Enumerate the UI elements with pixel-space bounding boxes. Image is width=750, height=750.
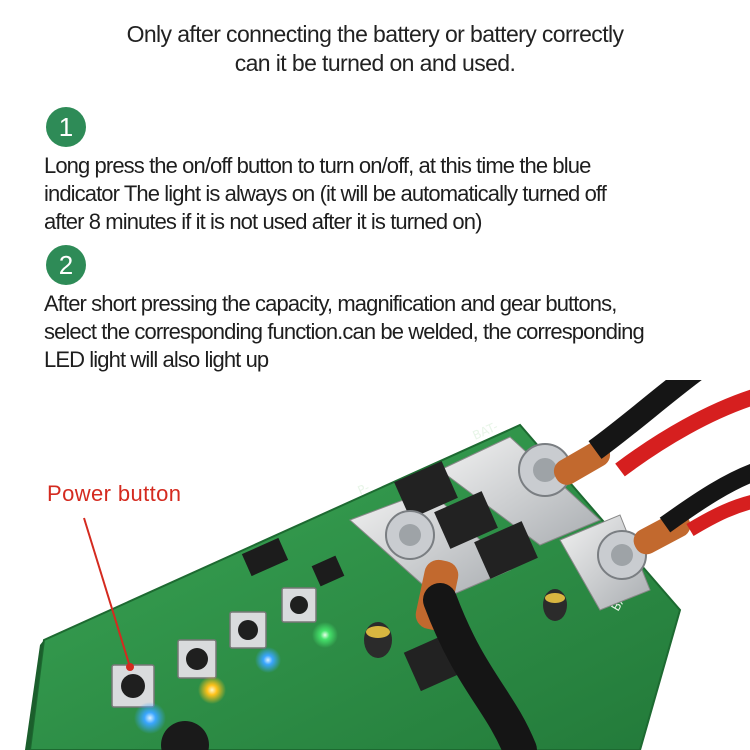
led-blue-power (134, 702, 166, 734)
cable-black-right (659, 464, 750, 533)
cable-black-main (423, 583, 537, 750)
spot-welder-board-photo: BAT- P- BAT+ (25, 380, 750, 750)
step-1-badge: 1 (46, 107, 86, 147)
led-blue (255, 647, 281, 673)
intro-line-2: can it be turned on and used. (234, 50, 516, 76)
cable-red-top (615, 389, 750, 477)
step-1-line-3: after 8 minutes if it is not used after … (44, 209, 482, 234)
cable-black-top (588, 380, 702, 459)
step-2-line-1: After short pressing the capacity, magni… (44, 291, 617, 316)
tactile-buttons (111, 587, 317, 708)
buzzer (161, 721, 209, 750)
step-1-line-2: indicator The light is always on (it wil… (44, 181, 607, 206)
step-2-text: After short pressing the capacity, magni… (44, 290, 714, 374)
pad-bat-minus (439, 436, 601, 546)
power-callout-dot (126, 663, 134, 671)
led-yellow (198, 676, 226, 704)
step-2-line-3: LED light will also light up (44, 347, 269, 372)
power-button-callout: Power button (47, 481, 182, 506)
pcb-edge (25, 640, 44, 750)
step-1-text: Long press the on/off button to turn on/… (44, 152, 714, 236)
ic-chip (241, 537, 289, 577)
capacitors (364, 589, 567, 658)
step-1-line-1: Long press the on/off button to turn on/… (44, 153, 591, 178)
silk-p-minus: P- (356, 480, 372, 497)
power-callout-line (83, 517, 131, 668)
led-green (312, 622, 338, 648)
ic-chip-2 (311, 555, 345, 587)
step-2-badge: 2 (46, 245, 86, 285)
step-2-line-2: select the corresponding function.can be… (44, 319, 645, 344)
intro-line-1: Only after connecting the battery or bat… (126, 21, 624, 47)
intro-text: Only after connecting the battery or bat… (75, 20, 675, 78)
cable-red-right (686, 495, 750, 537)
